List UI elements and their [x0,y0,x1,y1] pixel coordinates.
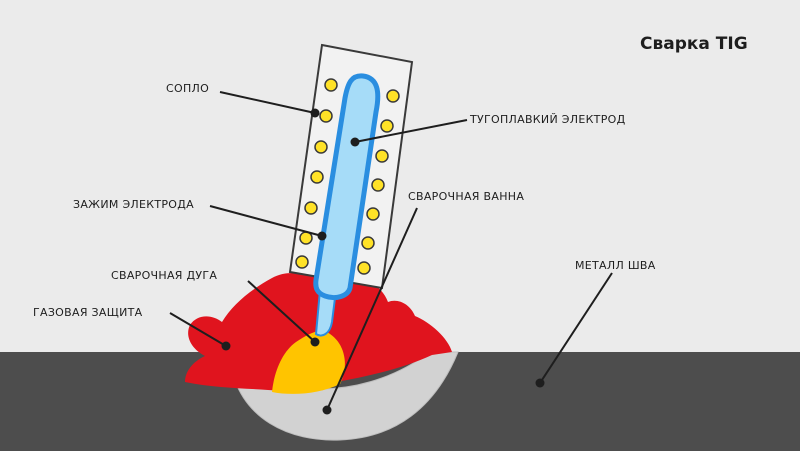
welding-arc-shape [272,330,345,394]
label-weld-metal: МЕТАЛЛ ШВА [575,259,656,272]
gas-holes [295,78,400,275]
diagram-title: Сварка TIG [640,34,748,54]
label-electrode-clamp: ЗАЖИМ ЭЛЕКТРОДА [73,198,194,211]
leader-lines [169,91,613,411]
leader-dots [221,108,545,415]
electrode-tip [314,289,338,337]
leader-gas-shield [169,312,227,347]
leader-nozzle [219,91,316,114]
leader-weld-metal [539,272,613,384]
leader-clamp [209,205,323,237]
label-gas-shield: ГАЗОВАЯ ЗАЩИТА [33,306,143,319]
leader-arc [247,280,316,343]
leader-weld-pool [326,207,418,411]
label-welding-arc: СВАРОЧНАЯ ДУГА [111,269,218,282]
tungsten-electrode [313,73,381,301]
label-nozzle: СОПЛО [166,82,210,95]
label-tungsten-electrode: ТУГОПЛАВКИЙ ЭЛЕКТРОД [470,113,626,126]
leader-electrode [354,119,468,143]
label-weld-pool: СВАРОЧНАЯ ВАННА [408,190,525,203]
